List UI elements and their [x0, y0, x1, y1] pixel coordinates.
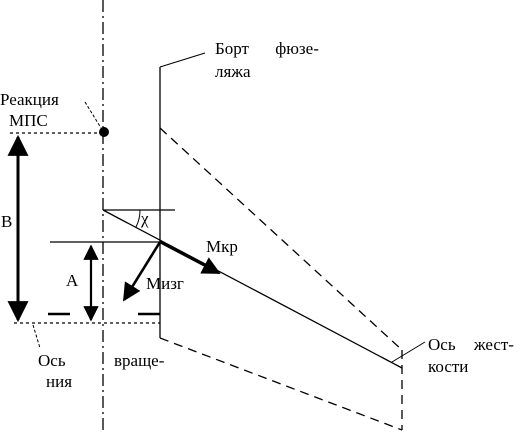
fuselage-label-line1: Борт фюзе- [215, 39, 319, 58]
reaction-label-line1: Реакция [0, 90, 59, 109]
dimension-b-label: В [1, 212, 13, 231]
stiffness-axis-label-line2: кости [428, 357, 469, 376]
rotation-axis-label-left: Ось [38, 351, 66, 370]
fuselage-leader-line [159, 52, 206, 68]
bending-vector-mizg [122, 241, 162, 302]
torque-vector-mkr [159, 240, 221, 275]
wing-rear-edge [159, 337, 403, 431]
dimension-a-label: А [66, 271, 79, 290]
stiffness-axis-label-line1: Ось жест- [428, 335, 514, 354]
fuselage-label-line2: ляжа [215, 62, 251, 81]
torque-label: Мкр [206, 237, 238, 256]
bending-label: Мизг [146, 274, 184, 293]
stiffness-axis-line [102, 209, 403, 369]
rotation-axis-label-right: враще- [114, 351, 165, 370]
wing-front-edge [159, 127, 403, 351]
rotation-axis-leader [32, 324, 41, 349]
stiffness-axis-leader [391, 341, 426, 363]
rotation-axis-label-line2: ния [46, 372, 73, 391]
reaction-label-line2: МПС [9, 111, 48, 130]
reaction-point [99, 127, 109, 137]
chi-angle-label: χ [141, 209, 149, 228]
reaction-leader-line [84, 101, 102, 129]
chi-angle-arc [135, 209, 141, 228]
